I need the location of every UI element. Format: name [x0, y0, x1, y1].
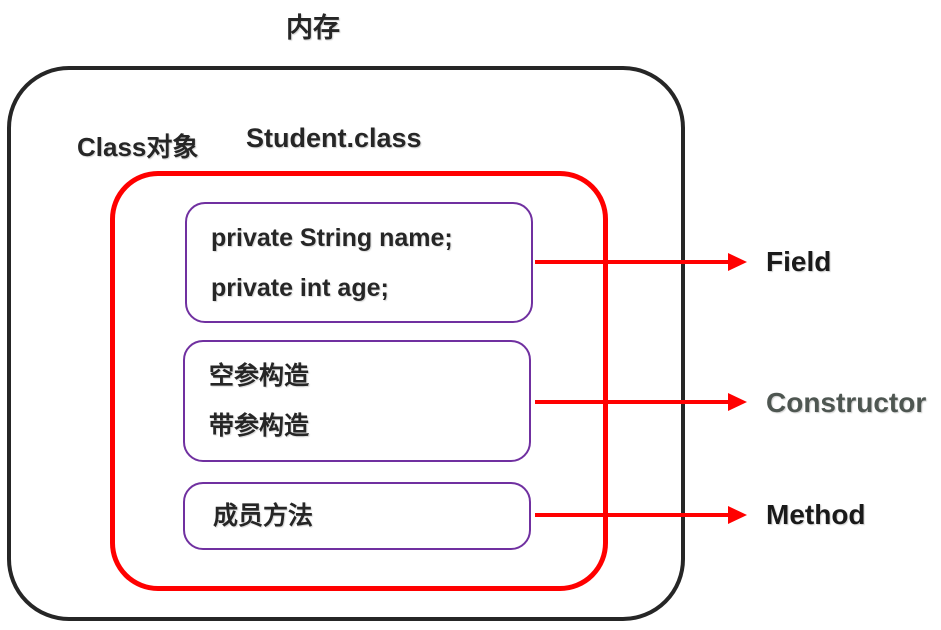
fields-box: private String name; private int age;: [185, 202, 533, 323]
field-arrow-line: [535, 260, 729, 264]
method-annotation: Method: [766, 499, 866, 530]
constructor-witharg-label: 带参构造: [209, 412, 310, 440]
class-object-rect: [110, 171, 608, 591]
class-object-label: Class对象: [77, 132, 199, 162]
field-declaration-name: private String name;: [211, 223, 453, 252]
constructor-arrow-head-icon: [728, 393, 747, 411]
constructor-noarg-label: 空参构造: [209, 362, 310, 390]
student-class-label: Student.class: [246, 123, 422, 153]
memory-title: 内存: [286, 13, 340, 43]
constructor-arrow-line: [535, 400, 729, 404]
field-annotation: Field: [766, 246, 832, 277]
method-arrow-head-icon: [728, 506, 747, 524]
member-method-label: 成员方法: [213, 502, 314, 530]
constructors-box: 空参构造 带参构造: [183, 340, 531, 462]
method-arrow-line: [535, 513, 729, 517]
memory-container-rect: [7, 66, 685, 621]
methods-box: 成员方法: [183, 482, 531, 550]
field-arrow-head-icon: [728, 253, 747, 271]
constructor-annotation: Constructor: [766, 387, 927, 418]
field-declaration-age: private int age;: [211, 273, 389, 302]
